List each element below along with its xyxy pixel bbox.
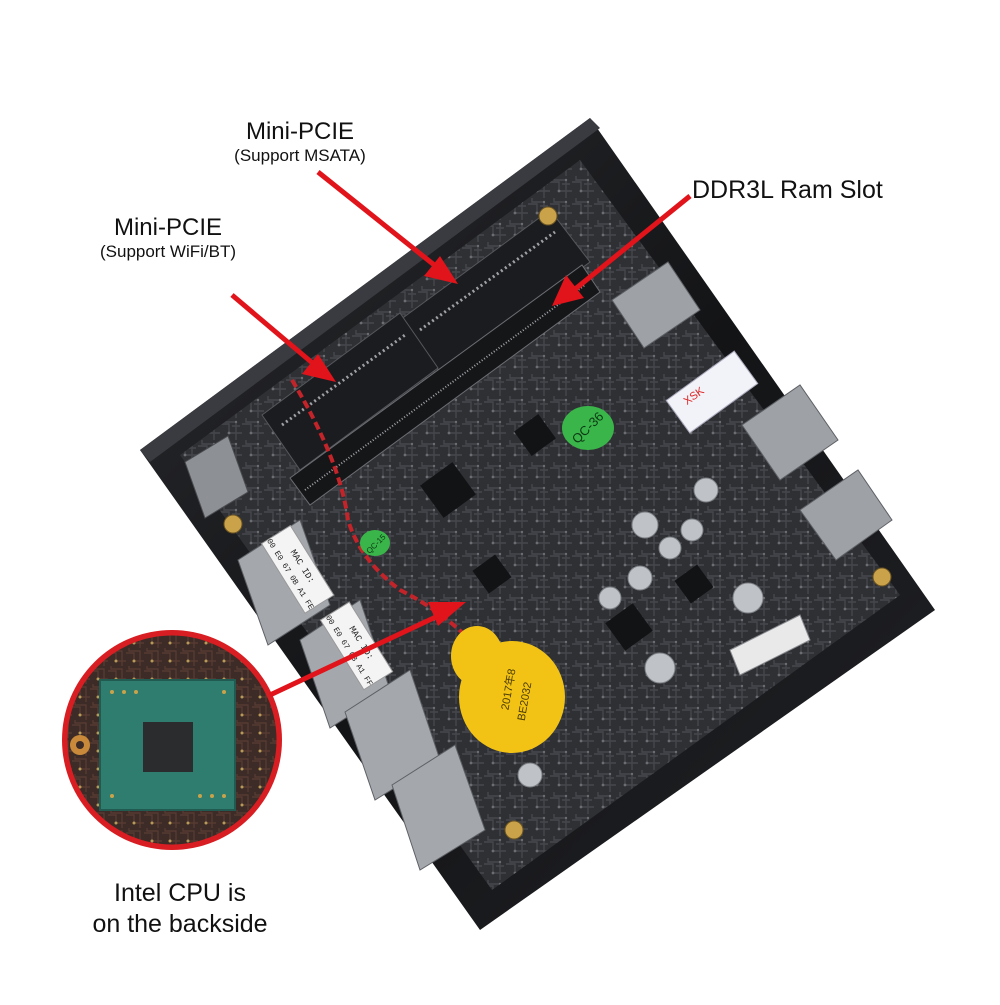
mini-pcie-wifi-title: Mini-PCIE [113, 214, 222, 241]
ddr3l-ram-slot [289, 264, 601, 506]
arrow-to-cpu [268, 602, 466, 698]
cpu-note-line1: Intel CPU is [114, 879, 246, 907]
left-io-ports [237, 519, 486, 871]
cmos-battery: 2017年8 BE2032 [451, 626, 565, 753]
arrow-to-msata-slot [316, 170, 458, 284]
arrow-to-wifi-slot [230, 293, 336, 382]
mini-pcie-wifi-label: Mini-PCIE (Support WiFi/BT) [78, 214, 258, 261]
right-io-ports [611, 261, 893, 561]
mini-pcie-wifi-subtitle: (Support WiFi/BT) [99, 241, 237, 261]
cpu-note-line2: on the backside [92, 910, 268, 939]
arrow-to-ram-slot [552, 194, 692, 306]
qc-sticker: QC-36 [562, 406, 614, 450]
cpu-note-label: Intel CPU is on the backside [60, 878, 300, 941]
hdmi-port [184, 435, 249, 519]
mini-pcie-msata-title: Mini-PCIE [245, 118, 354, 145]
mini-pcie-msata-label: Mini-PCIE (Support MSATA) [215, 118, 385, 165]
callout-arrows [230, 170, 692, 698]
sata-connector [729, 614, 811, 676]
brand-tag: XSK [665, 350, 759, 434]
mini-pcie-slot-wifi [261, 312, 439, 471]
qc-sticker-small: QC-15 [360, 530, 390, 556]
case-top-edge [140, 118, 600, 462]
intel-cpu-die [143, 722, 193, 772]
mini-pcie-msata-subtitle: (Support MSATA) [234, 145, 366, 165]
cpu-callout [62, 630, 282, 850]
ram-slot-label: DDR3L Ram Slot [692, 176, 883, 204]
chips [420, 414, 714, 651]
screws [223, 206, 892, 840]
capacitors [517, 477, 764, 788]
